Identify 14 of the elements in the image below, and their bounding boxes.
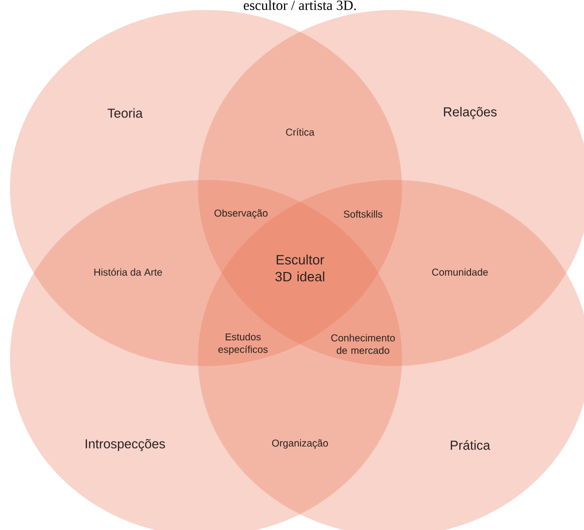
set-label: Teoria xyxy=(108,108,143,118)
overlap-label: Comunidade xyxy=(432,268,488,276)
set-label: Prática xyxy=(450,440,490,450)
set-label: Introspecções xyxy=(86,438,165,452)
overlap-label: Softskills xyxy=(344,210,382,218)
overlap-label: Conhecimento de mercado xyxy=(331,334,395,354)
overlap-label: Crítica xyxy=(286,128,314,136)
overlap-label: Observação xyxy=(214,209,268,219)
overlap-label: Escultor 3D ideal xyxy=(275,254,324,282)
overlap-label: Organização xyxy=(272,439,328,449)
overlap-label: Estudos específicos xyxy=(218,333,268,355)
overlap-label: História da Arte xyxy=(94,268,162,276)
title: escultor / artista 3D. xyxy=(244,0,356,10)
set-label: Relações xyxy=(444,106,497,120)
